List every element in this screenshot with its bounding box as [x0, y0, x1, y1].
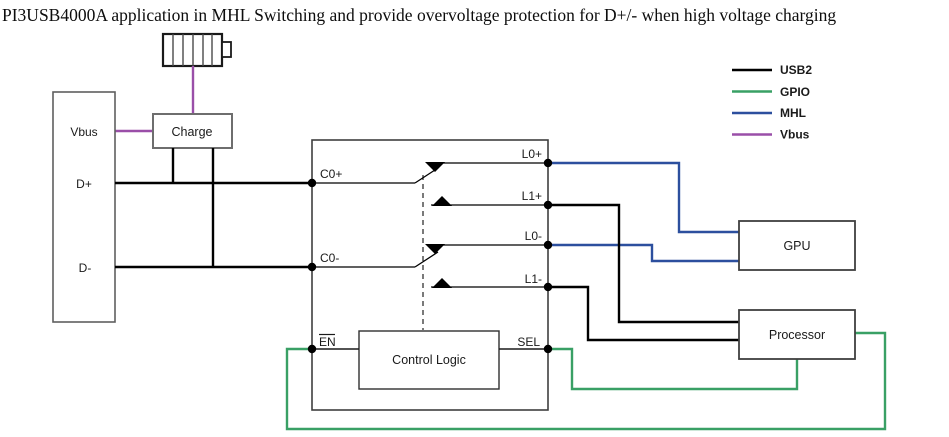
c0minus-pin-label: C0-: [320, 251, 339, 265]
junction-dot-l0minus: [543, 240, 553, 250]
l0plus-pin-label: L0+: [522, 147, 542, 161]
l1plus-pin-label: L1+: [522, 189, 542, 203]
diagram-title: PI3USB4000A application in MHL Switching…: [2, 5, 837, 25]
charge-block: [152, 113, 233, 149]
legend-item-vbus: Vbus: [732, 128, 810, 142]
wire-usb2-l1minus-processor: [548, 285, 739, 342]
legend-item-gpio: GPIO: [732, 85, 810, 99]
legend-item-usb2: USB2: [732, 63, 812, 77]
gpu-label: GPU: [783, 239, 810, 253]
contact-triangle-l0minus-icon: [425, 244, 445, 254]
processor-label: Processor: [769, 328, 825, 342]
legend-label-vbus: Vbus: [780, 128, 810, 142]
wire-usb2-l1plus-processor: [548, 203, 739, 324]
dminus-pin-label: D-: [79, 261, 92, 275]
contact-triangle-l1plus-icon: [432, 196, 452, 206]
legend-label-gpio: GPIO: [780, 85, 810, 99]
wire-mhl-l0minus-gpu: [548, 243, 739, 263]
usb-connector-block: [52, 91, 116, 323]
legend: USB2 GPIO MHL Vbus: [732, 63, 812, 142]
junction-dot-l1minus: [543, 282, 553, 292]
junction-dot-en: [307, 344, 317, 354]
legend-label-usb2: USB2: [780, 63, 812, 77]
gpu-block: [738, 220, 856, 271]
sel-pin-label: SEL: [517, 335, 540, 349]
wire-mhl-l0plus-gpu: [548, 161, 739, 234]
control-logic-label: Control Logic: [392, 353, 466, 367]
junction-dot-l1plus: [543, 200, 553, 210]
wire-gpio-sel-processor: [548, 347, 799, 391]
l1minus-pin-label: L1-: [525, 272, 542, 286]
wire-gpio-en-processor: [285, 331, 887, 431]
c0plus-pin-label: C0+: [320, 167, 342, 181]
l0minus-pin-label: L0-: [525, 229, 542, 243]
junction-dot-c0plus: [307, 178, 317, 188]
charge-label: Charge: [172, 125, 213, 139]
dplus-pin-label: D+: [76, 177, 92, 191]
control-logic-block: [358, 330, 500, 390]
en-pin-label: EN: [319, 335, 336, 349]
junction-dot-sel: [543, 344, 553, 354]
legend-item-mhl: MHL: [732, 106, 806, 120]
contact-triangle-l1minus-icon: [432, 278, 452, 288]
junction-dot-l0plus: [543, 158, 553, 168]
vbus-pin-label: Vbus: [70, 125, 97, 139]
legend-label-mhl: MHL: [780, 106, 806, 120]
contact-triangle-l0plus-icon: [425, 162, 445, 172]
processor-block: [738, 309, 856, 360]
wire-c0minus-throw: [414, 251, 439, 268]
battery-icon: [161, 32, 232, 68]
junction-dot-c0minus: [307, 262, 317, 272]
